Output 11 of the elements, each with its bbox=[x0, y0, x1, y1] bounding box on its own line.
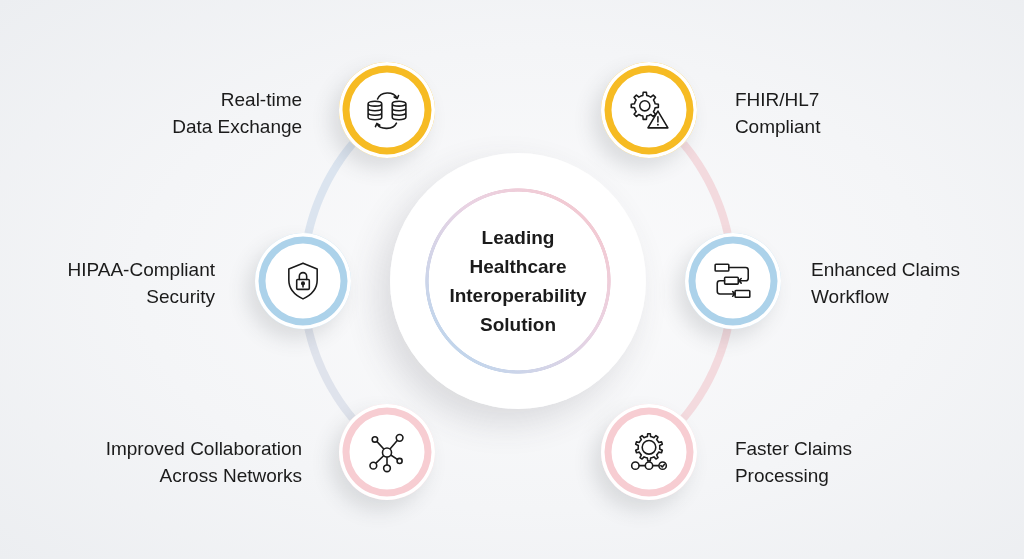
feature-label: FHIR/HL7 Compliant bbox=[734, 88, 821, 140]
connector-arc bbox=[680, 141, 732, 235]
feature-label: Faster Claims Processing bbox=[734, 436, 853, 488]
connector-arc bbox=[304, 141, 356, 235]
hub-title: Leading Healthcare Interoperability Solution bbox=[449, 226, 587, 337]
feature-label: HIPAA-Compliant Security bbox=[67, 258, 215, 309]
connector-arc bbox=[304, 327, 356, 421]
feature-label: Enhanced Claims Workflow bbox=[811, 258, 960, 309]
feature-label: Real-time Data Exchange bbox=[172, 88, 303, 140]
connector-arc bbox=[680, 327, 732, 421]
feature-label: Improved Collaboration Across Networks bbox=[105, 436, 303, 488]
